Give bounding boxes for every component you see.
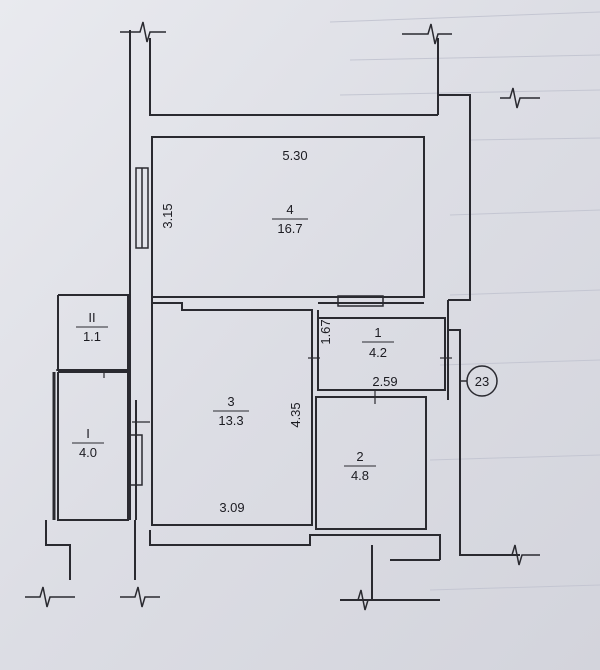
room2-number: 2 xyxy=(356,449,363,464)
break-marks xyxy=(25,21,540,611)
room3-width-dimension: 3.09 xyxy=(219,500,244,515)
room2-width-dimension: 2.59 xyxy=(372,374,397,389)
room2-area: 4.8 xyxy=(351,468,369,483)
dimension-ticks xyxy=(103,357,452,423)
room1-area: 4.2 xyxy=(369,345,387,360)
roomII-area: 1.1 xyxy=(83,329,101,344)
room4-area: 16.7 xyxy=(277,221,302,236)
room3-depth-dimension: 4.35 xyxy=(288,402,303,427)
apartment-number: 23 xyxy=(475,374,489,389)
openings xyxy=(56,167,384,486)
room3-number: 3 xyxy=(227,394,234,409)
room4-width-dimension: 5.30 xyxy=(282,148,307,163)
room4-number: 4 xyxy=(286,202,293,217)
background-print-lines xyxy=(329,11,600,591)
room1-number: 1 xyxy=(374,325,381,340)
room1-depth-dimension: 1.67 xyxy=(318,319,333,344)
roomI-number: I xyxy=(86,426,90,441)
walls xyxy=(45,30,520,601)
room3-area: 13.3 xyxy=(218,413,243,428)
roomII-number: II xyxy=(88,310,95,325)
room4-depth-dimension: 3.15 xyxy=(160,203,175,228)
roomI-area: 4.0 xyxy=(79,445,97,460)
